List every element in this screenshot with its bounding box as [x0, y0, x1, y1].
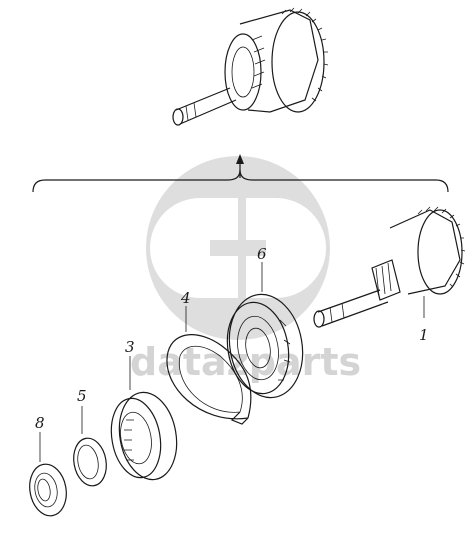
assembled-bearing-outer [224, 33, 262, 111]
part-8-seal-inner [34, 472, 58, 508]
part-1-shaft-gear [313, 206, 466, 328]
part-5-ring-inner [77, 444, 99, 480]
assembled-gear-body [239, 9, 319, 113]
assembled-shaft-steps [185, 102, 197, 121]
part-3-race [120, 411, 152, 465]
part-6-outer-ring [228, 293, 304, 399]
part-1-gear-body [389, 209, 461, 295]
brace-line [32, 169, 449, 193]
part-5-spacer-ring [73, 406, 107, 487]
callout-3: 3 [125, 338, 135, 356]
assembled-gear-teeth [281, 7, 329, 102]
arrow-head [236, 154, 244, 164]
part-4-ring-inner [178, 345, 243, 413]
assembled-bearing-inner [231, 46, 255, 98]
part-6-bore [245, 327, 271, 369]
part-5-ring-outer [73, 437, 107, 487]
callout-8: 8 [35, 414, 45, 432]
assembled-bearing-balls [251, 35, 266, 89]
callout-1: 1 [419, 326, 429, 344]
watermark-glyph-left [150, 198, 238, 298]
part-8-seal-outer [29, 463, 67, 517]
part-1-gear-face [417, 209, 463, 295]
part-1-shaft-body [317, 289, 389, 327]
part-3-bearing [110, 356, 178, 481]
part-6-balls [278, 319, 291, 381]
watermark: datazparts [130, 156, 361, 384]
assembled-shaft-body [175, 87, 237, 125]
part-4-ring-gap [230, 411, 249, 425]
part-3-rollers [124, 419, 134, 461]
exploded-brace [32, 154, 449, 193]
part-3-outer-ring [118, 391, 178, 481]
callout-6: 6 [257, 245, 267, 263]
part-3-face [110, 397, 162, 479]
part-1-spline-hub [371, 259, 401, 301]
callout-4: 4 [180, 289, 191, 307]
assembled-shaft [172, 7, 329, 126]
part-4-snap-ring [166, 306, 252, 425]
callout-labels: 1 3 4 5 6 8 [35, 245, 429, 432]
watermark-bar [210, 240, 266, 256]
part-8-oil-seal [29, 432, 67, 517]
watermark-glyph-right [246, 198, 326, 298]
part-1-shaft-steps [329, 302, 345, 323]
part-4-ring-outer [166, 334, 252, 420]
part-6-bearing [226, 262, 304, 399]
callout-5: 5 [77, 387, 87, 405]
assembled-gear-face [271, 11, 325, 113]
part-1-splines [375, 262, 392, 297]
part-6-race [237, 315, 279, 381]
part-1-shaft-end [313, 310, 325, 328]
part-1-gear-teeth [417, 206, 466, 288]
assembled-shaft-end [172, 108, 184, 126]
part-8-seal-lip [37, 478, 51, 502]
